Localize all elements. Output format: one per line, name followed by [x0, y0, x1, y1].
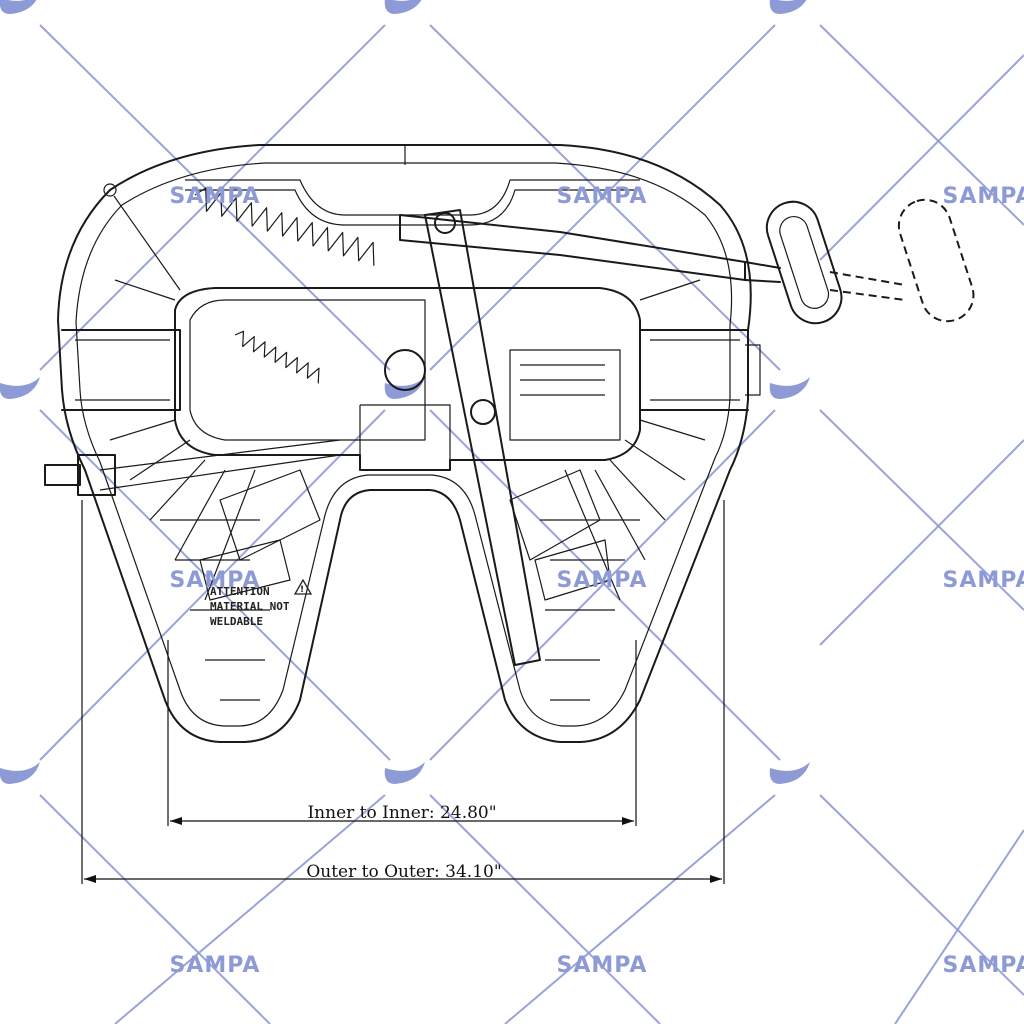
watermark-logo-icon: [384, 377, 425, 399]
watermark-logo-icon: [0, 377, 40, 399]
release-handle: [765, 198, 975, 325]
watermark-logo-icon: [384, 0, 422, 14]
watermark-text: SAMPA: [943, 568, 1024, 593]
watermark-text: SAMPA: [943, 953, 1024, 978]
watermark-logo-icon: [384, 762, 425, 784]
handle-grip-extended: [897, 198, 975, 323]
dimension-inner: Inner to Inner: 24.80": [167, 640, 637, 826]
watermark-text: SAMPA: [943, 184, 1024, 209]
watermark-brand-texts: SAMPA SAMPA SAMPA SAMPA SAMPA SAMPA SAMP…: [170, 184, 1024, 978]
release-linkage: [99, 209, 781, 666]
watermark-text: SAMPA: [170, 568, 261, 593]
outer-dimension-label: Outer to Outer: 34.10": [306, 862, 501, 882]
handle-grip-solid: [765, 200, 843, 325]
watermark-logo-icon: [769, 0, 807, 14]
fifth-wheel-outline: [44, 144, 761, 743]
warning-line-2: MATERIAL NOT: [210, 600, 290, 613]
springs: [194, 187, 375, 384]
warning-line-1: ATTENTION: [210, 585, 270, 598]
warning-line-3: WELDABLE: [210, 615, 263, 628]
watermark-text: SAMPA: [557, 568, 648, 593]
dimension-outer: Outer to Outer: 34.10": [81, 500, 725, 884]
inner-dimension-label: Inner to Inner: 24.80": [307, 803, 496, 823]
watermark-text: SAMPA: [557, 953, 648, 978]
watermark-text: SAMPA: [170, 953, 261, 978]
upper-spring: [194, 187, 375, 266]
watermark-logo-icon: [769, 762, 810, 784]
watermark-logo-icon: [0, 0, 37, 14]
exclamation-icon: !: [300, 585, 304, 595]
watermark-lattice: [39, 24, 1024, 1024]
warning-triangle-icon: [293, 578, 313, 595]
watermark-logo-icon: [769, 377, 810, 399]
watermark-logos: [0, 0, 810, 784]
warning-label: ATTENTION ! MATERIAL NOT WELDABLE: [210, 578, 313, 628]
watermark-text: SAMPA: [170, 184, 261, 209]
watermark-text: SAMPA: [557, 184, 648, 209]
watermark-logo-icon: [0, 762, 40, 784]
lower-spring: [234, 330, 320, 384]
